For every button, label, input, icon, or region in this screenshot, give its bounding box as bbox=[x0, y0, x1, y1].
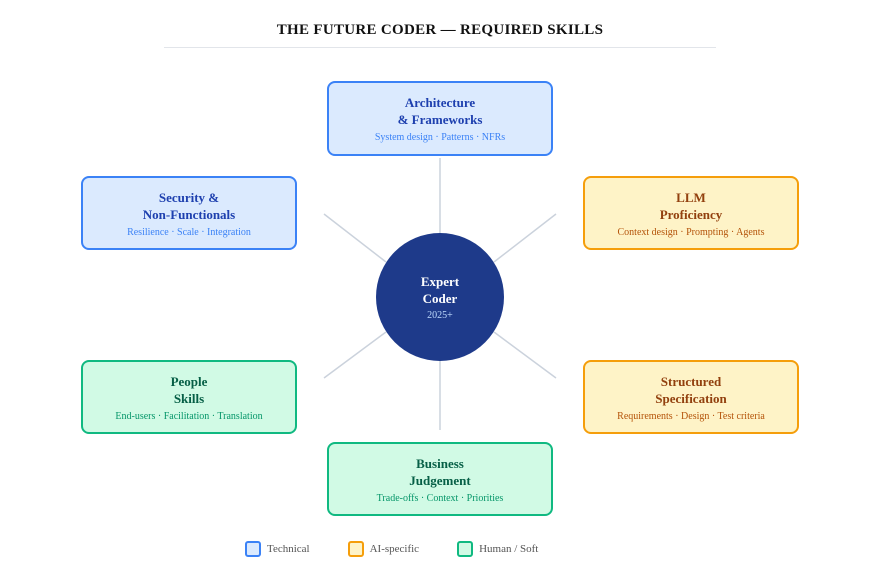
node-security: Security &Non-Functionals Resilience · S… bbox=[81, 176, 297, 250]
legend-label: AI-specific bbox=[369, 543, 420, 555]
legend-swatch bbox=[245, 541, 261, 557]
legend-swatch bbox=[457, 541, 474, 557]
legend-swatch bbox=[347, 541, 364, 557]
connector-people bbox=[323, 331, 387, 379]
center-subtitle: 2025+ bbox=[427, 310, 453, 321]
node-subtitle: Trade-offs · Context · Priorities bbox=[376, 492, 504, 504]
node-title: Architecture& Frameworks bbox=[397, 95, 483, 127]
connector-spec bbox=[493, 331, 557, 379]
node-architecture: Architecture& Frameworks System design ·… bbox=[327, 81, 553, 156]
legend-item-human: Human / Soft bbox=[457, 541, 538, 557]
title-divider bbox=[164, 47, 716, 48]
legend-item-ai: AI-specific bbox=[347, 541, 420, 557]
node-subtitle: Context design · Prompting · Agents bbox=[617, 226, 765, 238]
node-title: Security &Non-Functionals bbox=[142, 189, 236, 222]
node-subtitle: System design · Patterns · NFRs bbox=[374, 132, 506, 143]
legend-label: Technical bbox=[267, 543, 310, 555]
legend: Technical AI-specific Human / Soft bbox=[245, 541, 576, 557]
node-subtitle: End-users · Facilitation · Translation bbox=[115, 410, 263, 422]
node-subtitle: Requirements · Design · Test criteria bbox=[617, 410, 765, 422]
legend-item-technical: Technical bbox=[245, 541, 310, 557]
connector-llm bbox=[493, 213, 557, 263]
connector-security bbox=[323, 213, 387, 263]
node-subtitle: Resilience · Scale · Integration bbox=[127, 226, 251, 238]
legend-label: Human / Soft bbox=[479, 543, 539, 555]
diagram-title: THE FUTURE CODER — REQUIRED SKILLS bbox=[276, 22, 604, 38]
